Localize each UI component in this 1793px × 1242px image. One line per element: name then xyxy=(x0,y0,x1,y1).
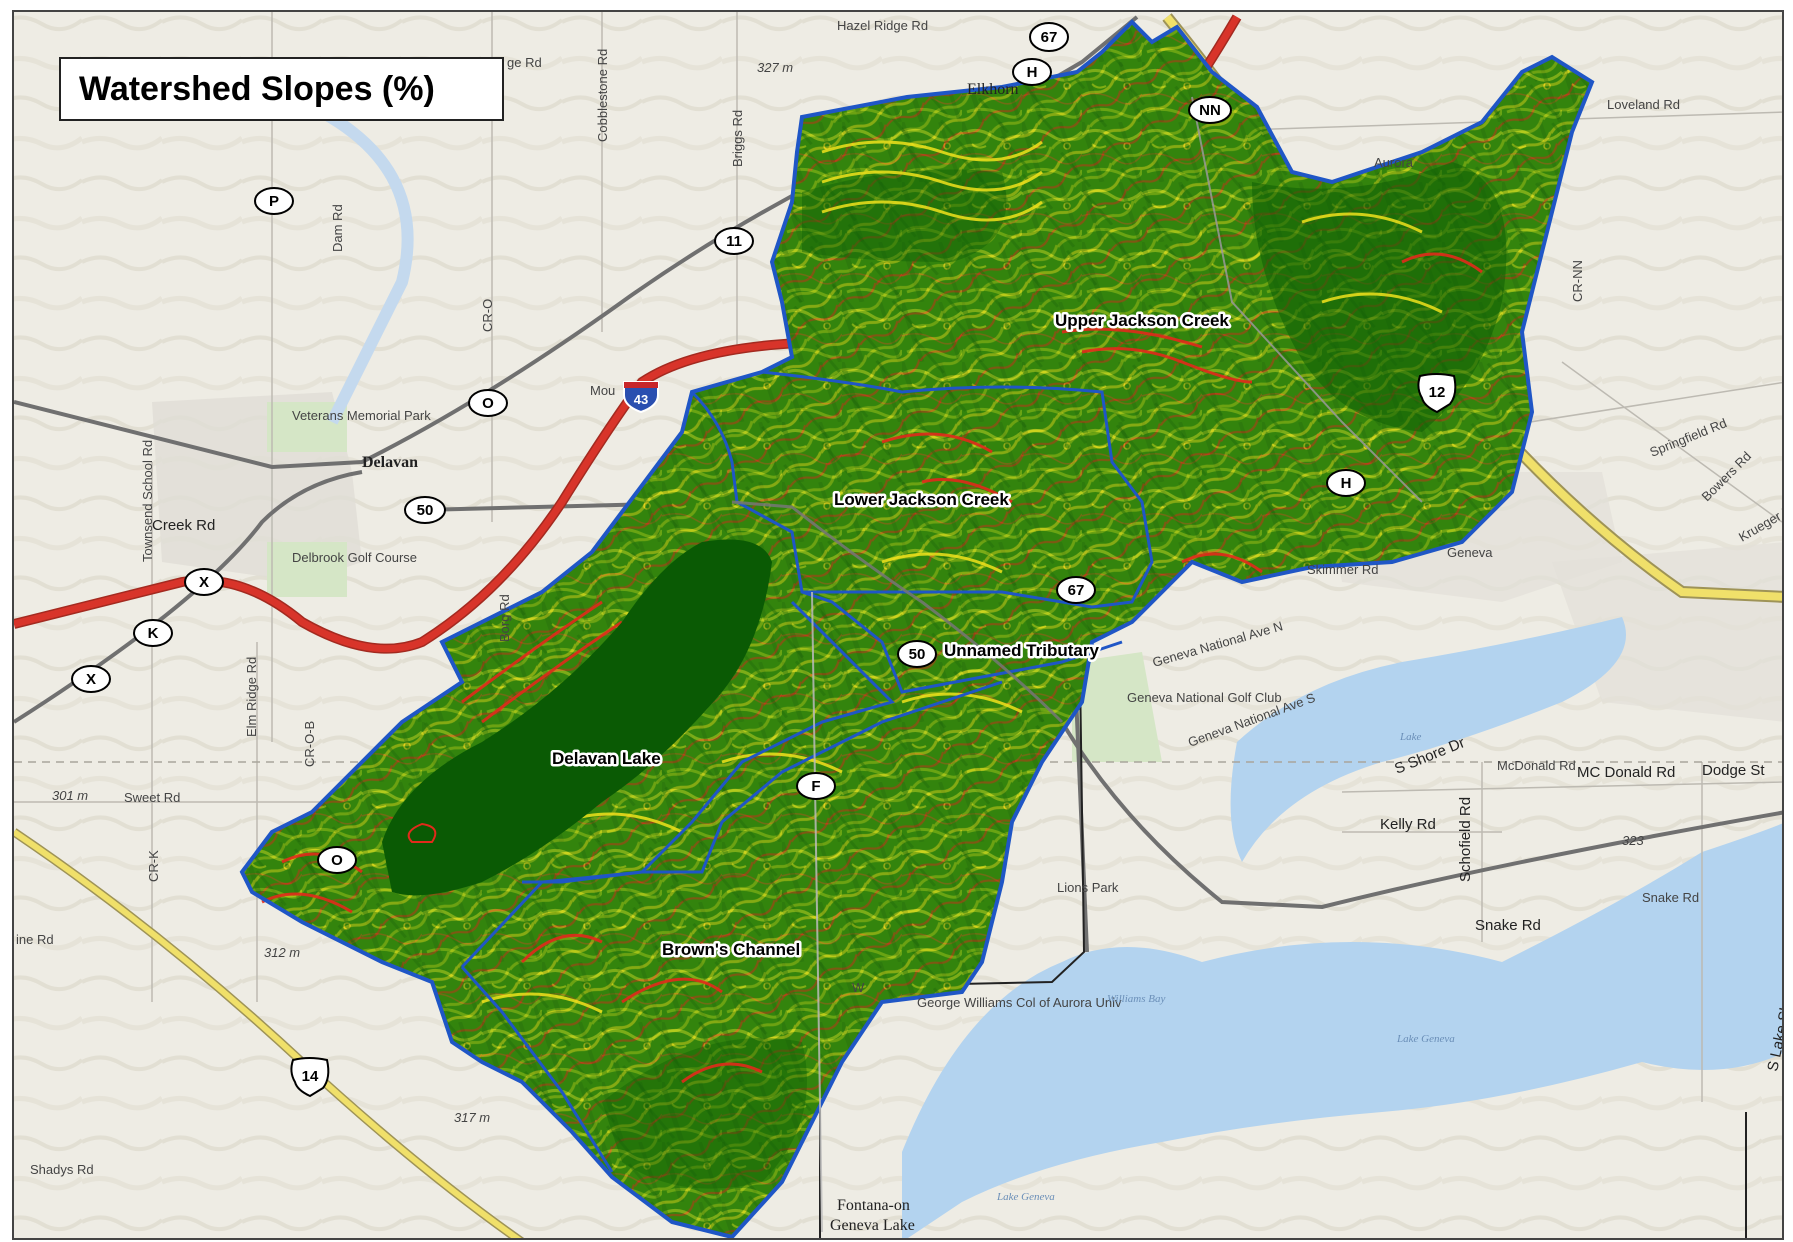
veterans-park-label: Veterans Memorial Park xyxy=(292,408,431,423)
svg-text:43: 43 xyxy=(634,392,648,407)
svg-text:H: H xyxy=(1027,64,1038,81)
sweet-rd-label: Sweet Rd xyxy=(124,790,180,805)
svg-text:12: 12 xyxy=(1429,384,1446,401)
elevation-312: 312 m xyxy=(264,945,300,960)
mount-label: Mou xyxy=(590,383,615,398)
schofield-label: Schofield Rd xyxy=(1457,797,1474,882)
shield-o-sw[interactable]: O xyxy=(317,846,357,874)
browns-channel-label[interactable]: Brown's Channel xyxy=(660,938,803,962)
fontana-label-1: Fontana-on xyxy=(837,1197,910,1214)
briggs-label: Briggs Rd xyxy=(730,110,745,167)
skimmer-label: Skimmer Rd xyxy=(1307,562,1379,577)
creek-rd-label: Creek Rd xyxy=(152,517,215,534)
unnamed-tributary-label[interactable]: Unnamed Tributary xyxy=(942,639,1102,663)
svg-text:K: K xyxy=(148,625,159,642)
delavan-like-east-lake xyxy=(1230,617,1626,862)
cr-o-b-label: CR-O-B xyxy=(302,721,317,767)
svg-text:O: O xyxy=(331,852,343,869)
shadys-label: Shadys Rd xyxy=(30,1162,94,1177)
ge-rd-label: ge Rd xyxy=(507,55,542,70)
aurora-label: Aurora xyxy=(1374,155,1414,170)
dodge-st-label: Dodge St xyxy=(1702,762,1765,779)
shield-us14[interactable]: 14 xyxy=(290,1057,330,1098)
delbrook-label: Delbrook Golf Course xyxy=(292,550,417,565)
lower-jackson-creek-label[interactable]: Lower Jackson Creek xyxy=(832,488,1012,512)
snake-rd-label: Snake Rd xyxy=(1475,917,1541,934)
shield-67-mid[interactable]: 67 xyxy=(1056,576,1096,604)
elm-ridge-label: Elm Ridge Rd xyxy=(244,657,259,737)
shield-h-east[interactable]: H xyxy=(1326,469,1366,497)
george-williams-label: George Williams Col of Aurora Univ xyxy=(917,995,1122,1010)
svg-text:50: 50 xyxy=(909,646,926,663)
shield-67-top[interactable]: 67 xyxy=(1029,22,1069,52)
lake-geneva-label: Lake Geneva xyxy=(1396,1033,1455,1045)
shield-h-top[interactable]: H xyxy=(1012,58,1052,86)
svg-text:14: 14 xyxy=(302,1068,319,1085)
svg-text:O: O xyxy=(482,395,494,412)
cr-nn-label: CR-NN xyxy=(1570,260,1585,302)
svg-text:F: F xyxy=(811,778,820,795)
elevation-317: 317 m xyxy=(454,1110,490,1125)
shield-p[interactable]: P xyxy=(254,187,294,215)
delavan-lake-water xyxy=(382,539,772,896)
elevation-327: 327 m xyxy=(757,60,793,75)
lake-geneva-water xyxy=(902,823,1782,1238)
mcdonald-small-label: McDonald Rd xyxy=(1497,758,1576,773)
geneva-national-label: Geneva National Golf Club xyxy=(1127,690,1282,705)
shield-us12[interactable]: 12 xyxy=(1417,373,1457,414)
watershed-boundary xyxy=(239,19,1595,1238)
elkhorn-label: Elkhorn xyxy=(967,81,1019,98)
svg-text:X: X xyxy=(86,671,96,688)
svg-text:NN: NN xyxy=(1199,102,1221,119)
shield-k[interactable]: K xyxy=(133,619,173,647)
svg-text:67: 67 xyxy=(1041,29,1058,46)
shield-i43[interactable]: 43 xyxy=(623,381,659,414)
map-canvas[interactable]: Elkhorn Delavan Fontana-on Geneva Lake A… xyxy=(14,12,1784,1240)
cobblestone-label: Cobblestone Rd xyxy=(595,49,610,142)
shield-o-delavan[interactable]: O xyxy=(468,389,508,417)
upper-jackson-creek-label[interactable]: Upper Jackson Creek xyxy=(1053,309,1232,333)
shield-11[interactable]: 11 xyxy=(714,227,754,255)
snake-rd-small-label: Snake Rd xyxy=(1642,890,1699,905)
mc-donald-label: MC Donald Rd xyxy=(1577,764,1675,781)
elevation-323: 323 xyxy=(1622,833,1644,848)
svg-text:H: H xyxy=(1341,475,1352,492)
lake-label: Lake xyxy=(1399,731,1422,743)
shield-f[interactable]: F xyxy=(796,772,836,800)
cr-o-label: CR-O xyxy=(480,299,495,332)
shield-50-west[interactable]: 50 xyxy=(404,496,446,524)
svg-text:50: 50 xyxy=(417,502,434,519)
elevation-301: 301 m xyxy=(52,788,88,803)
map-title: Watershed Slopes (%) xyxy=(59,57,504,121)
svg-text:67: 67 xyxy=(1068,582,1085,599)
shield-x-2[interactable]: X xyxy=(71,665,111,693)
shield-50-mid[interactable]: 50 xyxy=(897,640,937,668)
loveland-label: Loveland Rd xyxy=(1607,97,1680,112)
shield-nn[interactable]: NN xyxy=(1188,96,1232,124)
delbrook-area xyxy=(267,542,347,597)
lions-park-label: Lions Park xyxy=(1057,880,1119,895)
ine-rd-label: ine Rd xyxy=(16,932,54,947)
borg-label: Borg Rd xyxy=(497,594,512,642)
williams-bay-label: Williams Bay xyxy=(1107,993,1165,1005)
shield-x-1[interactable]: X xyxy=(184,568,224,596)
hazel-ridge-label: Hazel Ridge Rd xyxy=(837,18,928,33)
w-label: W xyxy=(852,980,865,995)
kelly-rd-label: Kelly Rd xyxy=(1380,816,1436,833)
lake-geneva-label-2: Lake Geneva xyxy=(996,1191,1055,1203)
geneva-label: Geneva xyxy=(1447,545,1493,560)
townsend-label: Townsend School Rd xyxy=(140,440,155,562)
svg-text:P: P xyxy=(269,193,279,210)
cr-k-label: CR-K xyxy=(146,850,161,882)
svg-text:X: X xyxy=(199,574,209,591)
delavan-label: Delavan xyxy=(362,454,418,471)
dam-rd-label: Dam Rd xyxy=(330,204,345,252)
map-title-text: Watershed Slopes (%) xyxy=(79,69,435,108)
svg-text:11: 11 xyxy=(726,233,742,250)
delavan-lake-label[interactable]: Delavan Lake xyxy=(550,747,664,771)
fontana-label-2: Geneva Lake xyxy=(830,1217,915,1234)
map-frame[interactable]: Elkhorn Delavan Fontana-on Geneva Lake A… xyxy=(12,10,1784,1240)
